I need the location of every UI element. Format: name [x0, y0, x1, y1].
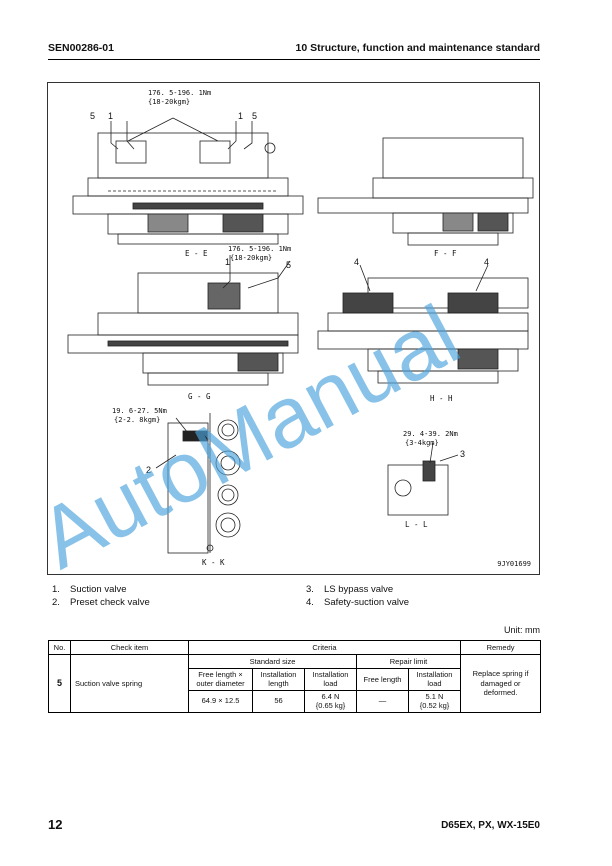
section-title: 10 Structure, function and maintenance s… — [295, 42, 540, 54]
section-label-kk: K - K — [202, 558, 225, 567]
unit-label: Unit: mm — [504, 625, 540, 635]
val-installation-load-limit: 5.1 N{0.52 kg} — [407, 689, 462, 713]
section-ll-drawing — [387, 460, 449, 516]
section-label-gg: G - G — [188, 392, 211, 401]
torque-kk-line1: 19. 6-27. 5Nm — [112, 407, 167, 415]
callout-5-right: 5 — [252, 111, 257, 121]
row-remedy: Replace spring if damaged or deformed. — [460, 654, 542, 713]
caption-4: 4.Safety-suction valve — [306, 597, 410, 608]
torque-gg-line1: 176. 5-196. 1Nm — [228, 245, 291, 253]
callout-4-right: 4 — [484, 257, 489, 267]
header-no: No. — [48, 640, 71, 655]
model-name: D65EX, PX, WX-15E0 — [441, 820, 540, 831]
standard-size-header: Standard size — [188, 654, 357, 669]
callout-5-gg: 5 — [286, 260, 291, 270]
figure-code: 9JY01699 — [497, 560, 531, 568]
header-rule — [48, 59, 540, 60]
col-free-length-limit: Free length — [356, 668, 409, 691]
page-number: 12 — [48, 817, 63, 832]
val-installation-length: 56 — [252, 689, 305, 713]
section-kk-drawing — [167, 413, 241, 554]
torque-kk-line2: {2-2. 8kgm} — [114, 416, 160, 424]
caption-3: 3.LS bypass valve — [306, 584, 394, 595]
valve-drawing: 176. 5-196. 1Nm {18-20kgm} 176. 5-196. 1… — [67, 89, 534, 567]
section-hh-drawing — [317, 277, 529, 384]
torque-gg-line2: {18-20kgm} — [230, 254, 272, 262]
section-label-ee: E - E — [185, 249, 208, 258]
torque-top-line1: 176. 5-196. 1Nm — [148, 89, 211, 97]
torque-ll-line1: 29. 4-39. 2Nm — [403, 430, 458, 438]
caption-2: 2.Preset check valve — [52, 597, 150, 608]
doc-code: SEN00286-01 — [48, 42, 114, 54]
callout-4-left: 4 — [354, 257, 359, 267]
val-installation-load: 6.4 N{0.65 kg} — [304, 689, 357, 713]
header-criteria: Criteria — [187, 640, 462, 655]
criteria-table: No. Check item Criteria Remedy 5 Suction… — [48, 640, 542, 713]
row-check-item: Suction valve spring — [70, 654, 189, 713]
callout-1-left: 1 — [108, 111, 113, 121]
page-header: SEN00286-01 10 Structure, function and m… — [48, 42, 540, 56]
section-ee-drawing — [72, 132, 304, 245]
torque-top-line2: {18-20kgm} — [148, 98, 190, 106]
torque-ll-line2: {3-4kgm} — [405, 439, 439, 447]
header-remedy: Remedy — [460, 640, 542, 655]
section-label-hh: H - H — [430, 394, 453, 403]
section-label-ll: L - L — [405, 520, 428, 529]
valve-figure: 176. 5-196. 1Nm {18-20kgm} 176. 5-196. 1… — [47, 82, 540, 575]
callout-3: 3 — [460, 449, 465, 459]
col-free-length-od: Free length ×outer diameter — [188, 668, 253, 691]
val-free-length-limit: — — [356, 689, 409, 713]
callout-1-right: 1 — [238, 111, 243, 121]
section-label-ff: F - F — [434, 249, 457, 258]
row-no: 5 — [48, 654, 71, 713]
section-gg-drawing — [67, 272, 299, 386]
section-ff-drawing — [317, 137, 534, 246]
val-free-length-od: 64.9 × 12.5 — [188, 689, 253, 713]
callout-1-gg: 1 — [225, 257, 230, 267]
callout-5-left: 5 — [90, 111, 95, 121]
caption-1: 1.Suction valve — [52, 584, 127, 595]
repair-limit-header: Repair limit — [355, 654, 462, 669]
header-check-item: Check item — [70, 640, 189, 655]
callout-2: 2 — [146, 465, 151, 475]
